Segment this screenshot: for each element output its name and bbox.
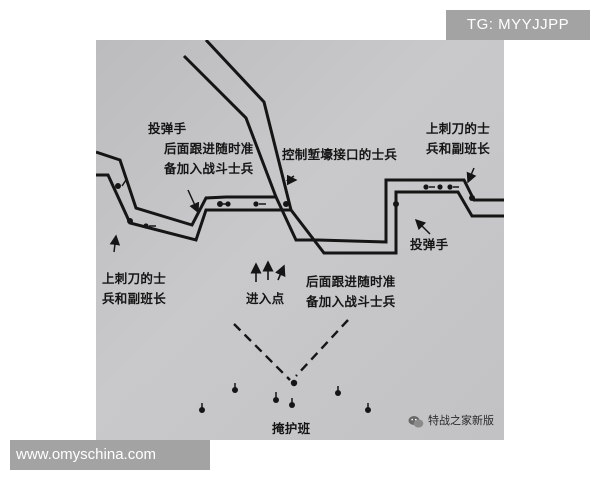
soldier-marker-icon: [115, 183, 121, 189]
communication-trench-right: [204, 40, 293, 211]
label-cover-squad: 掩护班: [272, 421, 311, 436]
watermark-top-right: TG: MYYJJPP: [446, 10, 590, 40]
arrow-icon: [414, 218, 431, 235]
arrow-icon: [109, 234, 121, 253]
label-follow-top-1: 后面跟进随时准: [164, 141, 254, 156]
label-bayonet-right-2: 兵和副班长: [426, 141, 491, 156]
soldier-marker-icon: [217, 201, 223, 207]
label-follow-top-2: 备加入战斗士兵: [164, 161, 254, 176]
wechat-icon: [408, 414, 424, 428]
cover-squad-ticks: [201, 383, 369, 410]
trench-soldiers: [115, 183, 475, 229]
arrow-icon: [466, 167, 477, 184]
arrow-icon: [187, 189, 200, 214]
soldier-marker-icon: [437, 184, 443, 190]
soldier-marker-icon: [447, 184, 453, 190]
soldier-marker-icon: [393, 201, 399, 207]
cover-fire-lines: [233, 319, 349, 381]
watermark-bottom-left: www.omyschina.com: [10, 440, 210, 470]
soldier-marker-icon: [127, 218, 133, 224]
soldier-marker-icon: [283, 201, 289, 207]
diagram-photo: 投弹手 后面跟进随时准 备加入战斗士兵 控制堑壕接口的士兵 上刺刀的士 兵和副班…: [96, 40, 504, 440]
label-bayonet-left-2: 兵和副班长: [102, 291, 167, 306]
soldier-marker-icon: [423, 184, 429, 190]
arrow-icon: [285, 174, 298, 186]
label-follow-bottom-2: 备加入战斗士兵: [306, 294, 396, 309]
label-bayonet-right-1: 上刺刀的士: [426, 121, 491, 136]
label-control-trench: 控制堑壕接口的士兵: [282, 147, 398, 162]
wechat-account-name: 特战之家新版: [428, 414, 494, 427]
cover-squad-soldiers: [199, 379, 371, 413]
label-grenadier-bottom: 投弹手: [410, 237, 449, 252]
soldier-marker-icon: [290, 379, 298, 387]
annotation-arrows: [109, 167, 477, 253]
soldier-direction-marks: [121, 179, 459, 227]
entry-arrows: [250, 260, 286, 282]
trench-assault-diagram: [96, 40, 504, 413]
label-bayonet-left-1: 上刺刀的士: [102, 271, 167, 286]
label-grenadier-top: 投弹手: [148, 121, 187, 136]
soldier-marker-icon: [143, 223, 149, 229]
soldier-marker-icon: [253, 201, 259, 207]
communication-trench-left: [182, 54, 278, 198]
label-entry-point: 进入点: [246, 291, 285, 306]
trench-wall-upper: [96, 150, 504, 244]
wechat-watermark: 特战之家新版: [408, 412, 494, 430]
soldier-marker-icon: [469, 195, 475, 201]
arrow-icon: [275, 264, 286, 281]
label-follow-bottom-1: 后面跟进随时准: [306, 274, 396, 289]
